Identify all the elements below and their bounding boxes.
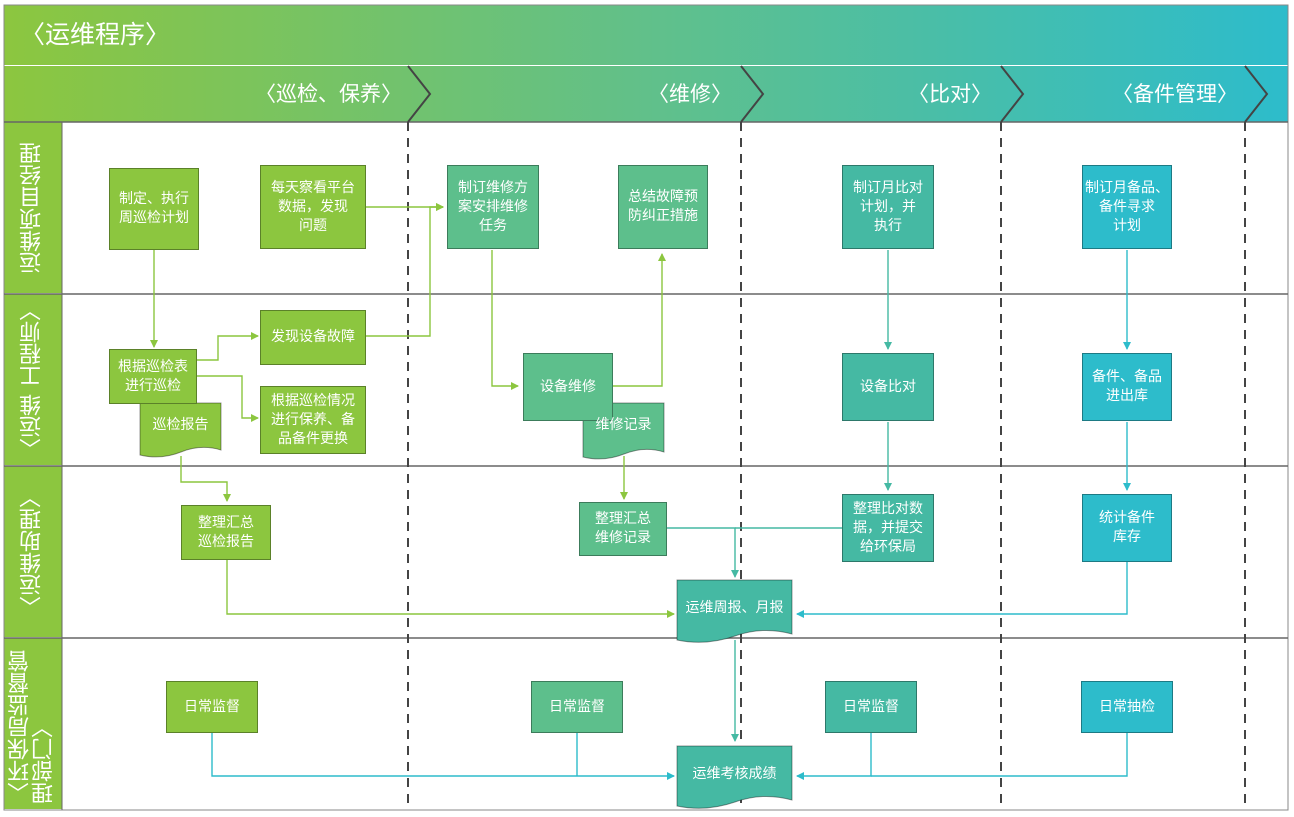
phase-label-repair: 〈维修〉 bbox=[648, 82, 732, 106]
arrow-inspect-to-fault bbox=[196, 332, 259, 361]
arrow-inspect-to-maintain bbox=[196, 375, 259, 422]
arrow-sumrepair-to-weekly bbox=[667, 527, 739, 578]
lane-header-assistant: 〈运维助理〉 bbox=[4, 466, 62, 637]
box-spare-plan: 制订月备品、备件寻求计划 bbox=[1082, 165, 1172, 249]
lane-header-manager: 运维项目经理 bbox=[4, 122, 62, 293]
doc-weekly-monthly bbox=[676, 579, 793, 643]
phase-label-compare: 〈比对〉 bbox=[908, 82, 992, 106]
box-daily-3: 日常监督 bbox=[825, 681, 917, 733]
lane-header-engineer: 〈运维 工程师〉 bbox=[4, 294, 62, 465]
frame bbox=[3, 4, 1289, 811]
arrow-suminspect-to-weekly bbox=[226, 560, 675, 618]
arrow-spot-to-performance bbox=[871, 733, 1128, 777]
doc-label-weekly-monthly: 运维周报、月报 bbox=[685, 600, 784, 616]
box-repair-plan: 制订维修方案安排维修任务 bbox=[447, 165, 539, 249]
lane-header-epb: 〈环保局监督管理部门〉 bbox=[4, 638, 62, 809]
box-sum-repair: 整理汇总维修记录 bbox=[579, 502, 667, 556]
title-bar: 〈运维程序〉 bbox=[4, 5, 1288, 65]
diagram-title: 〈运维程序〉 bbox=[20, 20, 171, 49]
arrow-repair-to-summarize bbox=[613, 253, 666, 387]
phase-label-spare: 〈备件管理〉 bbox=[1112, 82, 1238, 106]
arrow-fault-to-repairplan bbox=[366, 203, 444, 337]
doc-label-inspection-report: 巡检报告 bbox=[152, 417, 209, 433]
arrow-daily3-to-performance bbox=[796, 733, 872, 780]
box-maintain-replace: 根据巡检情况进行保养、备品备件更换 bbox=[260, 386, 366, 454]
phase-chevron bbox=[1000, 65, 1025, 123]
doc-label-repair-record: 维修记录 bbox=[595, 417, 652, 433]
box-plan-inspection: 制定、执行周巡检计划 bbox=[109, 168, 199, 250]
box-daily-2: 日常监督 bbox=[531, 681, 623, 733]
box-monthly-compare: 制订月比对计划，并执行 bbox=[842, 165, 934, 249]
box-inspect-by-table: 根据巡检表进行巡检 bbox=[109, 349, 197, 404]
arrow-report-to-sum bbox=[180, 456, 231, 502]
arrow-repairplan-to-repair bbox=[491, 250, 519, 390]
box-daily-spot: 日常抽检 bbox=[1081, 681, 1173, 733]
arrow-daily1-to-performance bbox=[211, 733, 675, 780]
box-equip-repair: 设备维修 bbox=[523, 353, 613, 421]
box-check-platform: 每天察看平台数据，发现问题 bbox=[260, 165, 366, 249]
box-summarize-fault: 总结故障预防纠正措施 bbox=[618, 165, 708, 249]
phase-chevron bbox=[740, 65, 765, 123]
box-equip-compare: 设备比对 bbox=[842, 353, 934, 421]
box-sum-inspection: 整理汇总巡检报告 bbox=[181, 505, 271, 560]
box-spare-io: 备件、备品进出库 bbox=[1082, 353, 1172, 421]
phase-label-inspection: 〈巡检、保养〉 bbox=[255, 82, 402, 106]
phase-chevron bbox=[407, 65, 432, 123]
phase-chevron bbox=[1244, 65, 1269, 123]
doc-label-performance: 运维考核成绩 bbox=[692, 766, 777, 782]
box-daily-1: 日常监督 bbox=[166, 681, 258, 733]
box-spare-stock: 统计备件库存 bbox=[1082, 494, 1172, 562]
doc-performance bbox=[676, 745, 793, 809]
box-compare-data: 整理比对数据，并提交给环保局 bbox=[842, 494, 934, 562]
box-find-fault: 发现设备故障 bbox=[260, 310, 366, 365]
phase-band bbox=[4, 66, 1288, 122]
arrow-stock-to-weekly bbox=[796, 562, 1128, 618]
doc-inspection-report bbox=[139, 402, 222, 458]
